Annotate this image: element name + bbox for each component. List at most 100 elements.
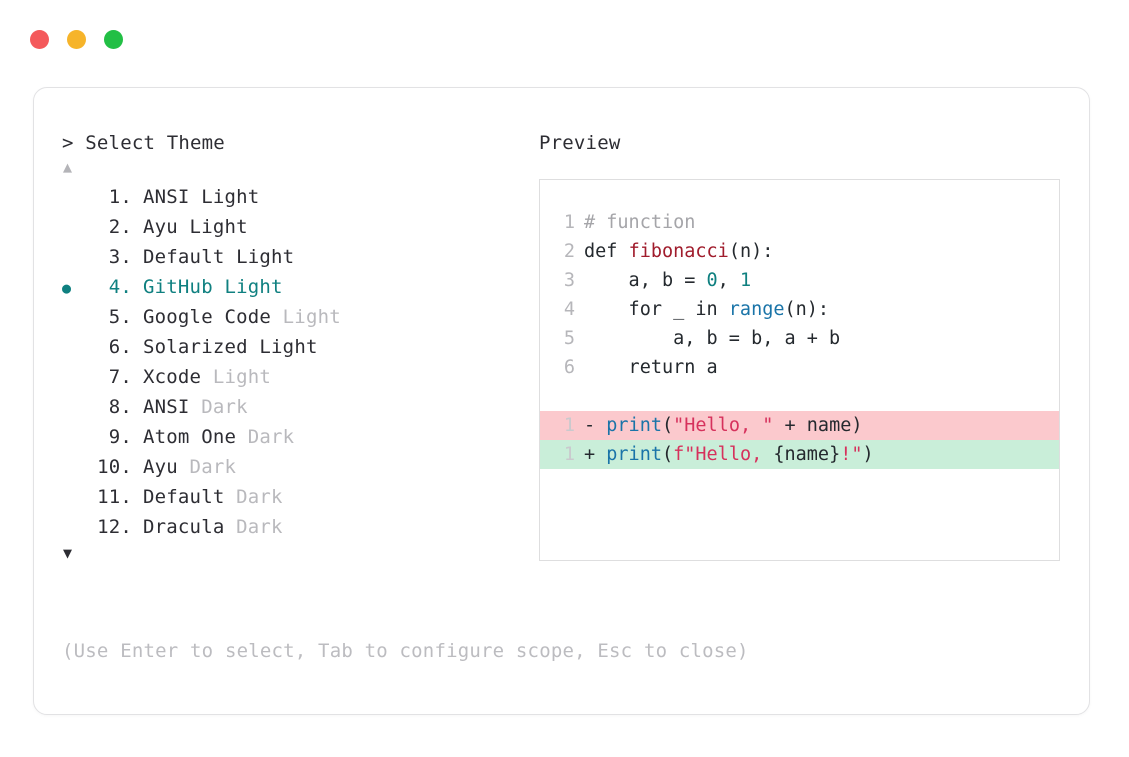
bullet-placeholder: ● xyxy=(62,183,88,213)
theme-list-item[interactable]: ●10.Ayu Dark xyxy=(62,452,532,482)
theme-list-item[interactable]: ●3.Default Light xyxy=(62,242,532,272)
theme-list-item[interactable]: ●9.Atom One Dark xyxy=(62,422,532,452)
theme-item-index: 6. xyxy=(108,336,132,358)
theme-list: ●1.ANSI Light●2.Ayu Light●3.Default Ligh… xyxy=(62,182,532,542)
keyboard-hint: (Use Enter to select, Tab to configure s… xyxy=(62,640,749,662)
scroll-down-icon[interactable]: ▼ xyxy=(63,544,73,562)
theme-item-variant: Dark xyxy=(177,456,237,478)
line-number: 3 xyxy=(563,270,575,291)
bullet-placeholder: ● xyxy=(62,303,88,333)
diff-sign: + xyxy=(584,444,607,465)
theme-item-name: Solarized xyxy=(143,336,248,358)
code-token: for _ in xyxy=(584,299,729,320)
code-token: ( xyxy=(661,415,674,436)
bullet-placeholder: ● xyxy=(62,333,88,363)
line-number: 4 xyxy=(563,299,575,320)
window-traffic-lights xyxy=(30,30,123,49)
diff-line-number: 1 xyxy=(563,444,575,465)
code-source: a, b = b, a + b xyxy=(584,324,840,353)
bullet-placeholder: ● xyxy=(62,393,88,423)
theme-item-variant: Light xyxy=(177,216,248,238)
diff-line-number: 1 xyxy=(563,415,575,436)
code-line: 6 return a xyxy=(540,353,1059,382)
theme-item-index: 4. xyxy=(108,276,132,298)
theme-list-item[interactable]: ● 6. Solarized Light xyxy=(62,332,532,362)
theme-item-index: 11. xyxy=(97,486,132,508)
minimize-window-button[interactable] xyxy=(67,30,86,49)
theme-item-name: Xcode xyxy=(143,366,202,388)
theme-item-name: Default xyxy=(143,246,225,268)
theme-item-name: Ayu xyxy=(143,456,178,478)
theme-item-index: 8. xyxy=(108,396,132,418)
theme-list-item[interactable]: ● 7. Xcode Light xyxy=(62,362,532,392)
theme-list-item[interactable]: ●8.ANSI Dark xyxy=(62,392,532,422)
code-token: return a xyxy=(584,357,718,378)
theme-item-variant: Light xyxy=(247,336,318,358)
theme-item-index: 1. xyxy=(108,186,132,208)
code-token: range xyxy=(728,299,785,320)
code-token: 1 xyxy=(739,270,752,291)
theme-item-name: Dracula xyxy=(143,516,225,538)
scroll-up-icon[interactable]: ▲ xyxy=(63,158,73,176)
code-token: a, b = xyxy=(584,270,707,291)
code-token: f"Hello, xyxy=(673,444,774,465)
code-token: 0 xyxy=(706,270,718,291)
code-source: for _ in range(n): xyxy=(584,295,830,324)
selected-bullet-icon: ● xyxy=(62,279,72,297)
code-token: (n): xyxy=(784,299,830,320)
code-source: # function xyxy=(584,208,695,237)
theme-list-item[interactable]: ●11.Default Dark xyxy=(62,482,532,512)
code-token: ( xyxy=(661,444,674,465)
theme-list-item[interactable]: ● 12. Dracula Dark xyxy=(62,512,532,542)
close-window-button[interactable] xyxy=(30,30,49,49)
code-source: return a xyxy=(584,353,718,382)
code-token: , xyxy=(717,270,740,291)
bullet-placeholder: ● xyxy=(62,213,88,243)
theme-item-name: ANSI xyxy=(143,396,190,418)
theme-list-item[interactable]: ● 1. ANSI Light xyxy=(62,182,532,212)
theme-item-name: Default xyxy=(143,486,225,508)
theme-item-variant: Dark xyxy=(224,516,283,538)
theme-item-index: 5. xyxy=(108,306,132,328)
theme-item-index: 12. xyxy=(97,516,132,538)
code-blank-line xyxy=(540,382,1059,411)
bullet-placeholder: ● xyxy=(62,513,88,543)
code-line: 5 a, b = b, a + b xyxy=(540,324,1059,353)
theme-item-name: GitHub xyxy=(143,276,213,298)
theme-item-variant: Light xyxy=(201,366,272,388)
code-token: def xyxy=(584,241,629,262)
theme-item-name: Atom One xyxy=(143,426,237,448)
theme-item-index: 2. xyxy=(108,216,132,238)
maximize-window-button[interactable] xyxy=(104,30,123,49)
theme-picker-panel: > Select Theme ▲ ●1.ANSI Light●2.Ayu Lig… xyxy=(62,130,532,564)
diff-sign: - xyxy=(584,415,607,436)
theme-list-item[interactable]: ●2.Ayu Light xyxy=(62,212,532,242)
theme-list-item[interactable]: ● 4. GitHub Light xyxy=(62,272,532,302)
theme-list-item[interactable]: ●5.Google Code Light xyxy=(62,302,532,332)
theme-item-variant: Light xyxy=(212,276,283,298)
code-source: def fibonacci(n): xyxy=(584,237,773,266)
theme-item-name: ANSI xyxy=(143,186,190,208)
code-token: a, b = b, a + b xyxy=(584,328,841,349)
theme-item-variant: Light xyxy=(224,246,295,268)
bullet-placeholder: ● xyxy=(62,243,88,273)
code-token: print xyxy=(606,444,662,465)
theme-item-name: Google Code xyxy=(143,306,272,328)
theme-item-index: 7. xyxy=(108,366,132,388)
code-line: 4 for _ in range(n): xyxy=(540,295,1059,324)
theme-item-variant: Dark xyxy=(224,486,283,508)
theme-item-variant: Light xyxy=(189,186,260,208)
code-token: print xyxy=(606,415,662,436)
theme-item-index: 10. xyxy=(97,456,132,478)
code-token: fibonacci xyxy=(628,241,729,262)
theme-item-index: 9. xyxy=(108,426,132,448)
bullet-placeholder: ● xyxy=(62,363,88,393)
diff-line-del: 1- print("Hello, " + name) xyxy=(540,411,1059,440)
code-token: # function xyxy=(584,212,696,233)
line-number: 6 xyxy=(563,357,575,378)
diff-source: print("Hello, " + name) xyxy=(606,411,862,440)
bullet-placeholder: ● xyxy=(62,423,88,453)
